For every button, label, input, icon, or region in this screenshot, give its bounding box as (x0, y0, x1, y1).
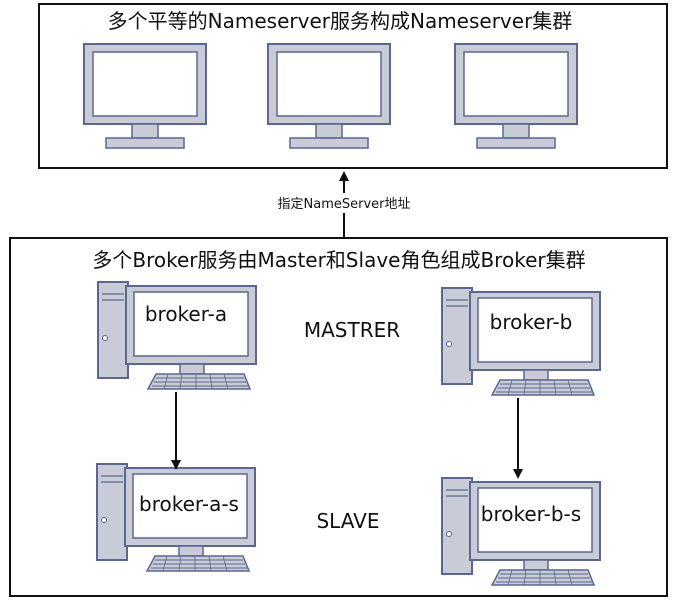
nameserver-monitor-3-icon (454, 43, 578, 149)
broker-cluster-box: 多个Broker服务由Master和Slave角色组成Broker集群 brok… (9, 237, 668, 597)
broker-cluster-title: 多个Broker服务由Master和Slave角色组成Broker集群 (92, 248, 585, 272)
broker-a-s-computer-icon (96, 463, 256, 572)
broker-a-label: broker-a (145, 302, 227, 326)
broker-b-s-label: broker-b-s (481, 502, 581, 526)
broker-b-node: broker-b (441, 287, 601, 396)
nameserver-monitor-2-icon (267, 43, 391, 149)
link-label: 指定NameServer地址 (278, 197, 411, 212)
broker-b-label: broker-b (490, 310, 573, 334)
broker-a-node: broker-a (97, 281, 257, 390)
master-role-label: MASTRER (304, 318, 400, 342)
nameserver-cluster-box: 多个平等的Nameserver服务构成Nameserver集群 (38, 3, 668, 169)
broker-b-s-computer-icon (441, 477, 601, 586)
nameserver-cluster-title: 多个平等的Nameserver服务构成Nameserver集群 (108, 9, 573, 33)
broker-b-s-node: broker-b-s (441, 477, 601, 586)
slave-role-label: SLAVE (316, 509, 379, 533)
broker-a-computer-icon (97, 281, 257, 390)
nameserver-monitor-1-icon (83, 43, 207, 149)
broker-a-s-label: broker-a-s (139, 492, 239, 516)
nameserver-link: 指定NameServer地址 (256, 171, 432, 238)
broker-b-computer-icon (441, 287, 601, 396)
broker-a-s-node: broker-a-s (96, 463, 256, 572)
